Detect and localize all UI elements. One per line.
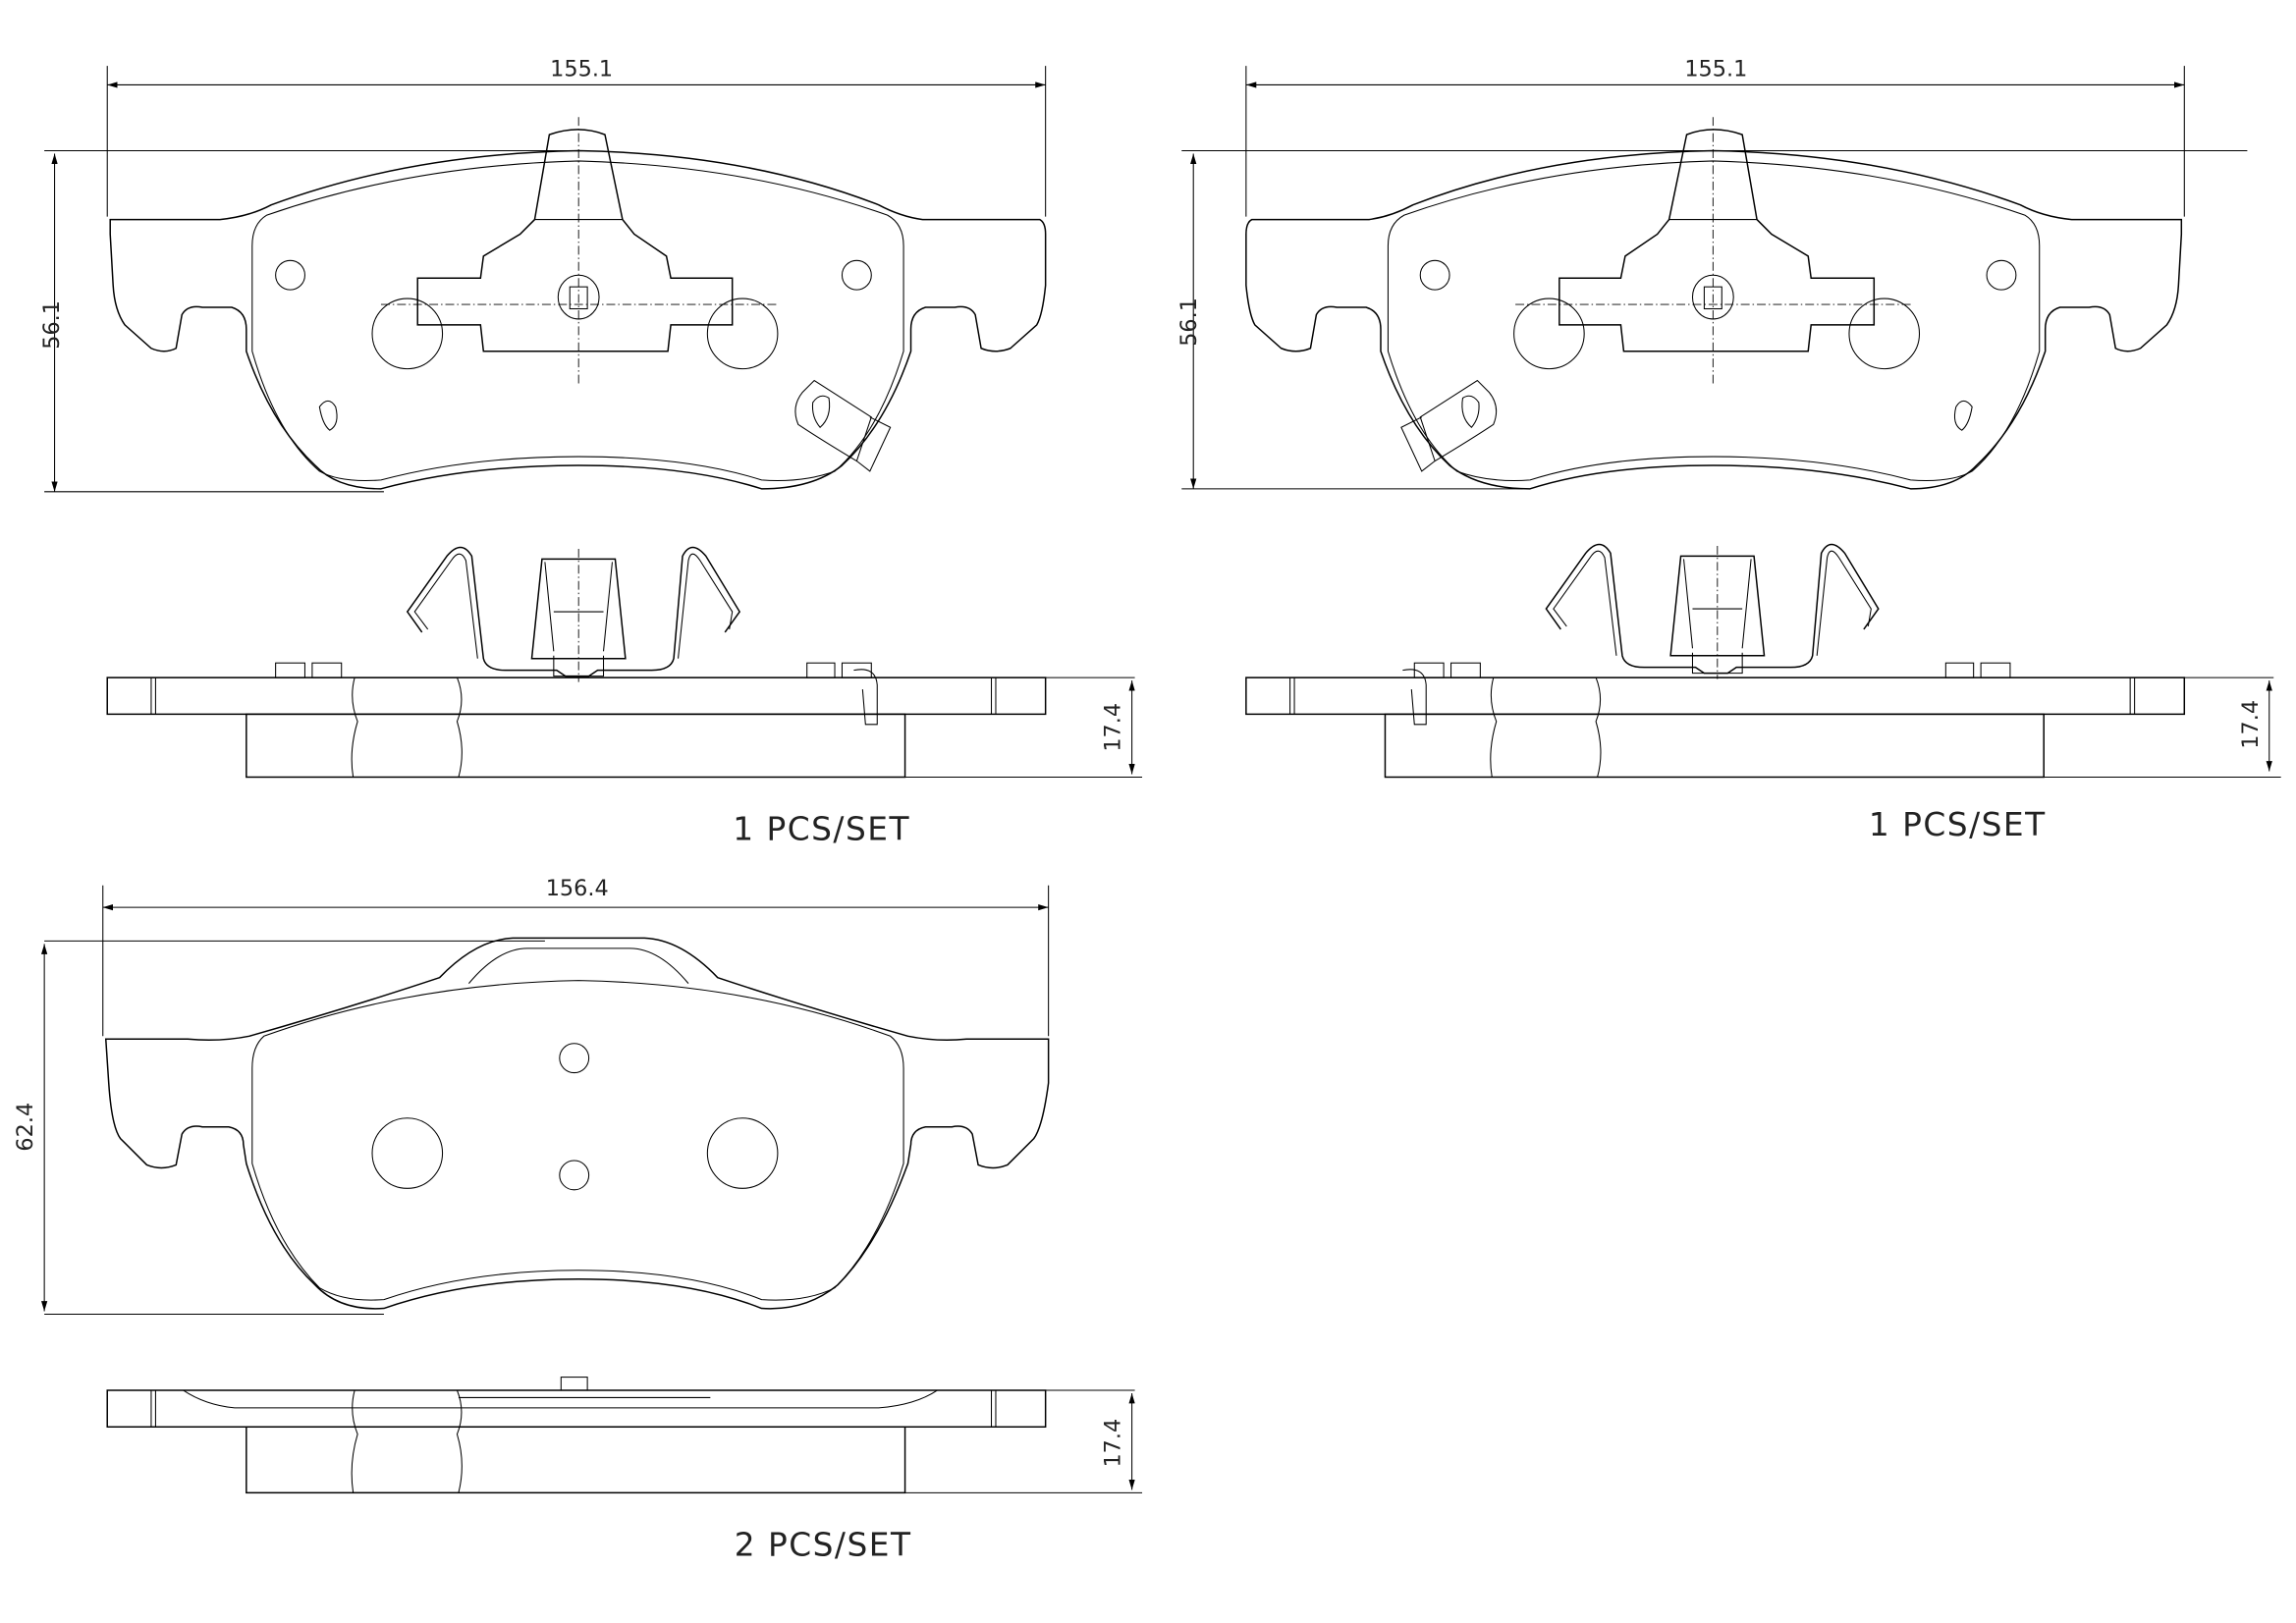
sensor-holder: [1669, 555, 1766, 657]
friction-side: [246, 1426, 906, 1494]
backplate-outline: [109, 149, 1047, 490]
wear-sensor-clip: [1419, 379, 1498, 462]
clip-tab: [1944, 662, 1975, 678]
pad-2-side-view: [1245, 543, 2281, 779]
section-hatch: [351, 676, 463, 778]
center-tab: [560, 1377, 588, 1391]
rivet-hole: [559, 1160, 590, 1191]
pad-3-width-dimension: 156.4: [546, 876, 609, 901]
sensor-carrier: [416, 129, 734, 352]
pad-3-height-dimension: 62.4: [13, 1103, 38, 1152]
pad-2-width-dimension: 155.1: [1684, 57, 1747, 82]
caliper-hole: [706, 298, 779, 370]
caliper-hole: [1848, 298, 1921, 370]
sensor-holder: [530, 558, 627, 660]
sensor-holder-detail: [544, 562, 613, 677]
pad-1-thickness-dimension: 17.4: [1101, 703, 1126, 752]
wear-sensor-tab: [1400, 416, 1436, 472]
friction-side: [1384, 713, 2045, 779]
sensor-pin: [569, 286, 588, 310]
pad-1-height-dimension: 56.1: [39, 300, 65, 350]
friction-outline: [251, 980, 904, 1301]
clip-tab: [1450, 662, 1481, 678]
wear-sensor-clip: [794, 379, 872, 462]
clip-tab: [1980, 662, 2011, 678]
backplate-bump: [467, 947, 689, 984]
wear-sensor-side: [853, 669, 878, 726]
wear-sensor-side: [1402, 669, 1427, 726]
backplate-outline: [104, 937, 1050, 1310]
rivet-hole: [1986, 259, 2017, 291]
pad-2-quantity: 1 PCS/SET: [1869, 806, 2047, 843]
section-hatch: [351, 1389, 463, 1493]
pad-1-top-view: [44, 117, 1047, 490]
shim-outline: [183, 1389, 938, 1409]
rivet-hole: [1419, 259, 1450, 291]
pad-2-top-view: [1245, 117, 2248, 490]
pad-1-quantity: 1 PCS/SET: [733, 811, 910, 848]
pad-1-side-view: [106, 546, 1143, 779]
sensor-hole: [1691, 274, 1734, 320]
caliper-hole: [706, 1117, 779, 1189]
friction-side: [246, 713, 906, 779]
caliper-hole: [371, 1117, 444, 1189]
clip-tab: [806, 662, 836, 678]
sensor-carrier: [1558, 129, 1876, 352]
retaining-spring-inner: [1553, 550, 1872, 656]
pad-2-thickness-dimension: 17.4: [2238, 700, 2264, 749]
backplate-side: [106, 1389, 1047, 1429]
clip-tab: [1413, 662, 1445, 678]
caliper-hole: [371, 298, 444, 370]
dimension-lines: [41, 66, 2272, 1490]
clip-tab: [275, 662, 305, 678]
locating-hole: [318, 400, 338, 431]
caliper-hole: [1513, 298, 1585, 370]
rivet-hole: [841, 259, 872, 291]
pad-3-top-view: [44, 937, 1050, 1316]
sensor-holder-detail: [1683, 559, 1752, 675]
clip-tab: [841, 662, 872, 678]
pad-2-height-dimension: 56.1: [1176, 298, 1202, 347]
backplate-side: [106, 676, 1047, 716]
clip-tab: [311, 662, 343, 678]
rivet-hole: [559, 1043, 590, 1074]
retaining-spring-inner: [413, 553, 734, 659]
rivet-hole: [275, 259, 305, 291]
locating-hole: [1953, 400, 1973, 431]
sensor-hole: [557, 274, 600, 320]
wear-sensor-tab: [856, 416, 892, 472]
pad-3-quantity: 2 PCS/SET: [735, 1526, 912, 1563]
backplate-outline: [1245, 149, 2183, 490]
friction-outline: [1387, 160, 2041, 482]
sensor-pin: [1703, 286, 1722, 310]
pad-3-thickness-dimension: 17.4: [1101, 1419, 1126, 1468]
pad-3-side-view: [106, 1377, 1143, 1494]
wear-sensor-hole: [1461, 395, 1480, 428]
pad-1-width-dimension: 155.1: [550, 57, 613, 82]
wear-sensor-hole: [811, 395, 831, 428]
friction-outline: [251, 160, 904, 482]
backplate-side: [1245, 676, 2186, 716]
section-hatch: [1490, 676, 1602, 778]
